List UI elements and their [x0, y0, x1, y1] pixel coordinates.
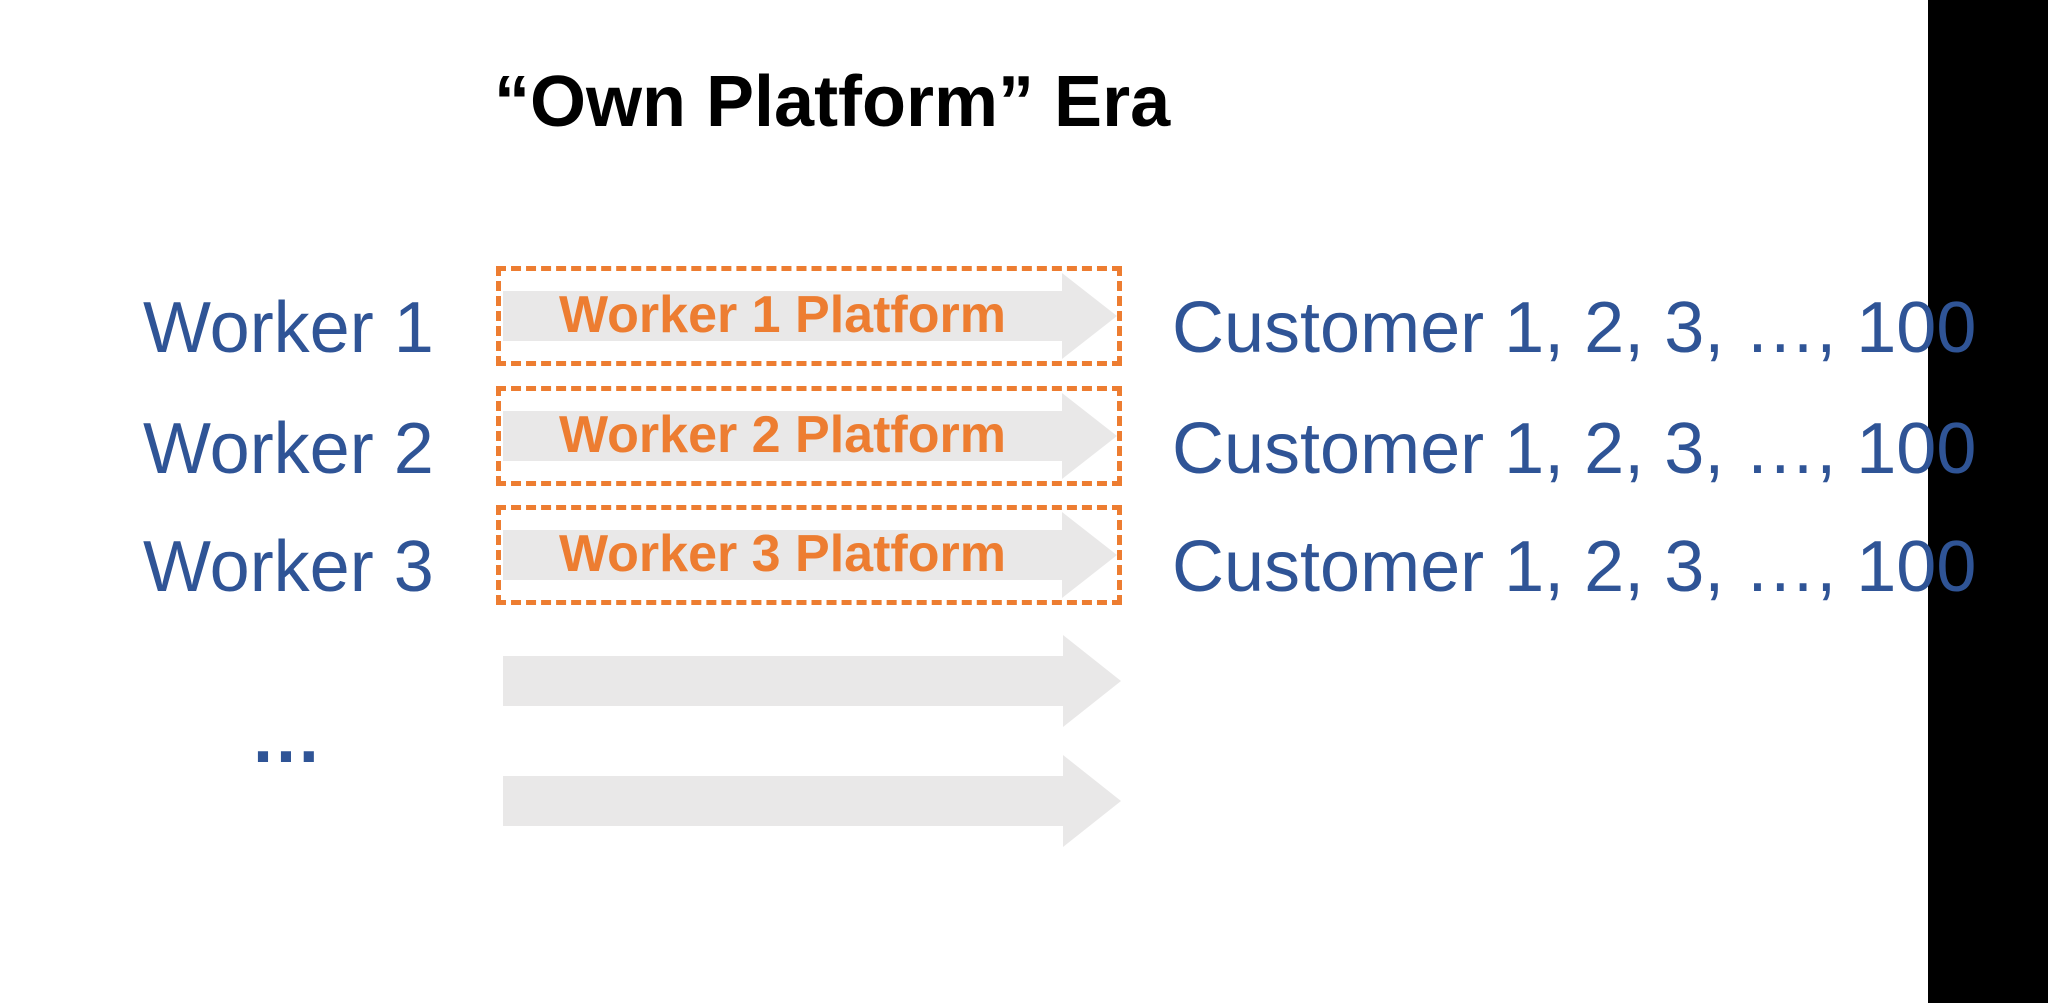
right-arrow-icon	[503, 393, 1117, 479]
right-arrow-icon	[503, 635, 1121, 727]
customer-label-3: Customer 1, 2, 3, …, 100	[1172, 527, 1977, 607]
right-arrow-icon	[503, 273, 1117, 359]
platform-box-2: Worker 2 Platform	[496, 386, 1122, 486]
platform-box-1: Worker 1 Platform	[496, 266, 1122, 366]
worker-label-3: Worker 3	[143, 527, 434, 607]
customer-label-1: Customer 1, 2, 3, …, 100	[1172, 288, 1977, 368]
platform-box-label: Worker 1 Platform	[559, 285, 1006, 344]
platform-box-3: Worker 3 Platform	[496, 505, 1122, 605]
right-arrow-icon	[503, 755, 1121, 847]
more-workers-ellipsis: …	[250, 698, 328, 778]
right-black-bar	[1928, 0, 2048, 1003]
worker-label-2: Worker 2	[143, 409, 434, 489]
platform-box-label: Worker 3 Platform	[559, 524, 1006, 583]
worker-label-1: Worker 1	[143, 288, 434, 368]
right-arrow-icon	[503, 512, 1117, 598]
customer-label-2: Customer 1, 2, 3, …, 100	[1172, 409, 1977, 489]
page-title: “Own Platform” Era	[494, 62, 1171, 142]
platform-box-label: Worker 2 Platform	[559, 405, 1006, 464]
